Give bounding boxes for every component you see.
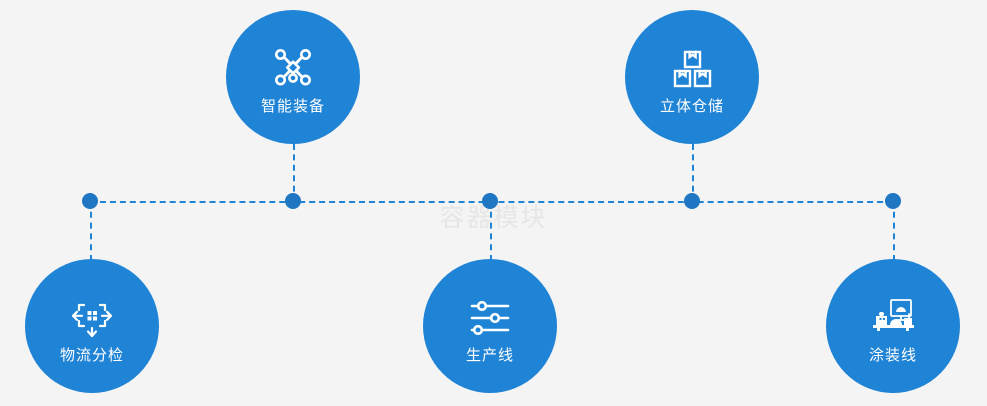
node-label: 智能装备 [260,98,325,115]
node-label: 物流分检 [59,347,124,364]
factory-monitor-icon [869,294,917,342]
branch-line-warehouse [692,144,694,202]
trunk-node-painting[interactable] [885,193,901,209]
node-logistics[interactable]: 物流分检 [25,259,159,393]
trunk-node-production[interactable] [482,193,498,209]
sliders-icon [466,294,514,342]
node-label: 生产线 [465,347,514,364]
branch-line-logistics [90,201,92,261]
node-label: 涂装线 [868,347,917,364]
network-nodes-icon [269,45,317,93]
node-production[interactable]: 生产线 [423,259,557,393]
trunk-node-warehouse[interactable] [684,193,700,209]
branch-line-production [490,201,492,261]
node-warehouse[interactable]: 立体仓储 [625,10,759,144]
sorting-arrows-icon [68,294,116,342]
node-painting[interactable]: 涂装线 [826,259,960,393]
branch-line-equipment [293,144,295,202]
stacked-boxes-icon [668,45,716,93]
trunk-node-equipment[interactable] [285,193,301,209]
trunk-node-logistics[interactable] [82,193,98,209]
node-equipment[interactable]: 智能装备 [226,10,360,144]
branch-line-painting [893,201,895,261]
node-label: 立体仓储 [659,98,724,115]
